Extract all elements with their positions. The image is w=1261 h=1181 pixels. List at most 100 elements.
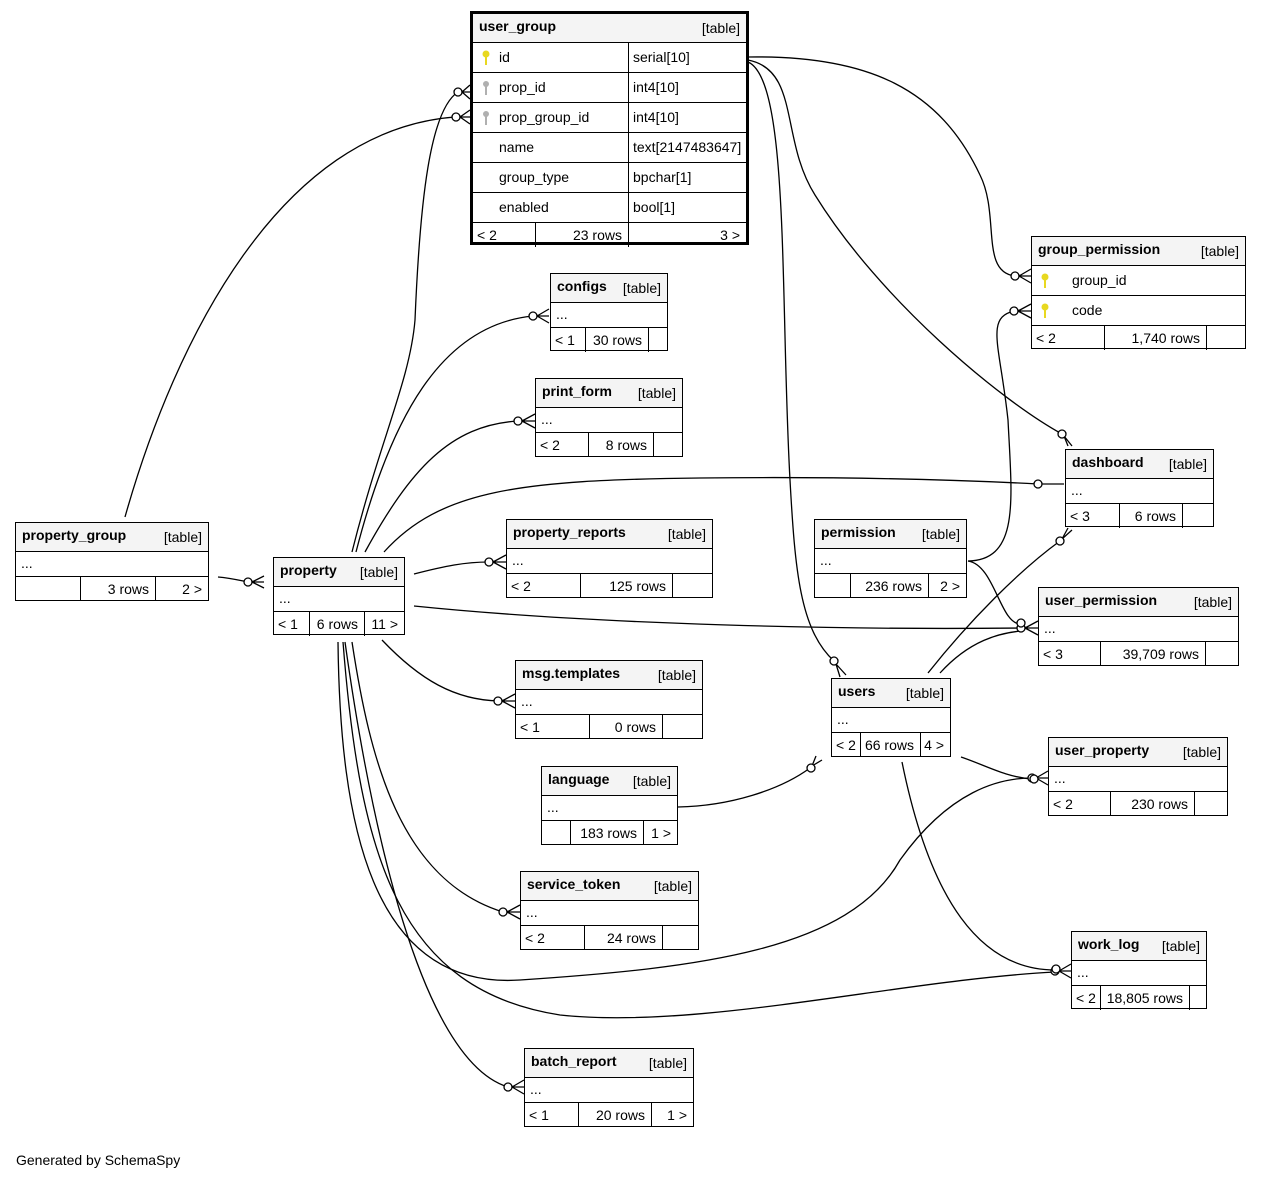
table-msg_templates[interactable]: msg.templates[table] ... < 1 0 rows <box>515 660 703 739</box>
parents-link[interactable] <box>542 821 570 845</box>
children-link[interactable] <box>648 328 667 352</box>
table-name[interactable]: print_form <box>542 383 612 399</box>
generator-credit: Generated by SchemaSpy <box>16 1152 181 1168</box>
parents-link[interactable]: < 2 <box>477 227 497 243</box>
table-user_group[interactable]: user_group[table] id serial[10] prop_id … <box>470 11 749 247</box>
children-link[interactable] <box>1182 504 1213 528</box>
table-configs[interactable]: configs[table] ... < 1 30 rows <box>550 273 668 352</box>
children-link[interactable]: 1 > <box>651 1103 693 1127</box>
children-link[interactable] <box>1189 986 1206 1010</box>
parents-link[interactable] <box>16 577 80 601</box>
table-language[interactable]: language[table] ... 183 rows 1 > <box>541 766 678 845</box>
parents-link[interactable]: < 1 <box>555 332 575 348</box>
table-property_group[interactable]: property_group[table] ... 3 rows 2 > <box>15 522 209 601</box>
row-count: 3 rows <box>80 577 155 601</box>
table-name[interactable]: service_token <box>527 876 621 892</box>
parents-link[interactable]: < 2 <box>511 578 531 594</box>
children-link[interactable]: 11 > <box>364 612 404 636</box>
children-link[interactable] <box>662 926 698 950</box>
columns-ellipsis: ... <box>16 552 208 577</box>
table-footer: < 2 8 rows <box>536 433 682 457</box>
table-name[interactable]: batch_report <box>531 1053 617 1069</box>
parents-link[interactable]: < 1 <box>520 719 540 735</box>
row-count: 24 rows <box>584 926 662 950</box>
children-link[interactable]: 2 > <box>928 574 966 598</box>
table-group_permission[interactable]: group_permission[table] group_id code < … <box>1031 236 1246 350</box>
primary-key-icon <box>482 50 490 65</box>
table-users[interactable]: users[table] ... < 2 66 rows 4 > <box>831 678 951 757</box>
table-footer: < 2 125 rows <box>507 574 712 598</box>
parents-link[interactable]: < 2 <box>1036 330 1056 346</box>
table-name[interactable]: permission <box>821 524 896 540</box>
primary-key-icon <box>1041 303 1049 318</box>
table-name[interactable]: dashboard <box>1072 454 1144 470</box>
table-name[interactable]: msg.templates <box>522 665 621 681</box>
table-name[interactable]: user_property <box>1055 742 1150 758</box>
column-row: group_id <box>1032 266 1245 296</box>
children-link[interactable]: 1 > <box>643 821 677 845</box>
table-user_permission[interactable]: user_permission[table] ... < 3 39,709 ro… <box>1038 587 1239 666</box>
row-count: 183 rows <box>570 821 643 845</box>
edge-property-user_property <box>337 641 1033 981</box>
table-name[interactable]: user_group <box>479 18 557 34</box>
columns-ellipsis: ... <box>815 549 966 574</box>
children-link[interactable] <box>662 715 702 739</box>
parents-link[interactable]: < 2 <box>540 437 560 453</box>
columns-ellipsis: ... <box>1072 961 1206 986</box>
parents-link[interactable]: < 2 <box>525 930 545 946</box>
table-permission[interactable]: permission [table] ... 236 rows 2 > <box>814 519 967 598</box>
children-link[interactable] <box>672 574 712 598</box>
columns-ellipsis: ... <box>274 587 404 612</box>
table-footer: < 2 1,740 rows <box>1032 326 1245 350</box>
table-batch_report[interactable]: batch_report[table] ... < 1 20 rows 1 > <box>524 1048 694 1127</box>
table-name[interactable]: group_permission <box>1038 241 1161 257</box>
table-print_form[interactable]: print_form[table] ... < 2 8 rows <box>535 378 683 457</box>
table-service_token[interactable]: service_token[table] ... < 2 24 rows <box>520 871 699 950</box>
table-property_reports[interactable]: property_reports[table] ... < 2 125 rows <box>506 519 713 598</box>
children-link[interactable] <box>1194 792 1227 816</box>
table-name[interactable]: configs <box>557 278 607 294</box>
parents-link[interactable]: < 1 <box>529 1107 549 1123</box>
columns-ellipsis: ... <box>1049 767 1227 792</box>
table-type: [table] <box>632 773 671 789</box>
table-property[interactable]: property[table] ... < 1 6 rows 11 > <box>273 557 405 636</box>
table-type: [table] <box>1193 594 1232 610</box>
table-name[interactable]: property <box>280 562 337 578</box>
column-name: group_type <box>499 169 570 185</box>
parents-link[interactable]: < 2 <box>1076 990 1096 1006</box>
parents-link[interactable]: < 3 <box>1043 646 1063 662</box>
row-count: 1,740 rows <box>1104 326 1206 350</box>
parents-link[interactable] <box>815 574 850 598</box>
columns-ellipsis: ... <box>525 1078 693 1103</box>
table-name[interactable]: work_log <box>1078 936 1140 952</box>
columns-ellipsis: ... <box>1039 617 1238 642</box>
children-link[interactable] <box>1206 326 1245 350</box>
parents-link[interactable]: < 1 <box>278 616 298 632</box>
table-footer: 236 rows 2 > <box>815 574 966 598</box>
children-link[interactable]: 2 > <box>155 577 208 601</box>
table-name[interactable]: property_reports <box>513 524 626 540</box>
column-type: text[2147483647] <box>628 133 746 162</box>
children-link[interactable] <box>653 433 682 457</box>
table-user_property[interactable]: user_property[table] ... < 2 230 rows <box>1048 737 1228 816</box>
table-dashboard[interactable]: dashboard[table] ... < 3 6 rows <box>1065 449 1214 528</box>
table-work_log[interactable]: work_log[table] ... < 2 18,805 rows <box>1071 931 1207 1010</box>
parents-link[interactable]: < 2 <box>836 737 856 753</box>
table-name[interactable]: language <box>548 771 610 787</box>
table-type: [table] <box>657 667 696 683</box>
edge-property-msg_templates <box>381 639 500 702</box>
row-count: 20 rows <box>578 1103 651 1127</box>
children-link[interactable] <box>1205 642 1238 666</box>
table-type: [table] <box>667 526 706 542</box>
table-type: [table] <box>921 526 960 542</box>
table-name[interactable]: users <box>838 683 876 699</box>
table-name[interactable]: user_permission <box>1045 592 1158 608</box>
parents-link[interactable]: < 3 <box>1070 508 1090 524</box>
children-link[interactable]: 3 > <box>628 223 746 247</box>
table-type: [table] <box>1161 938 1200 954</box>
table-name[interactable]: property_group <box>22 527 127 543</box>
parents-link[interactable]: < 2 <box>1053 796 1073 812</box>
children-link[interactable]: 4 > <box>920 733 950 757</box>
table-type: [table] <box>359 564 398 580</box>
edge-permission-group_permission <box>967 310 1015 562</box>
